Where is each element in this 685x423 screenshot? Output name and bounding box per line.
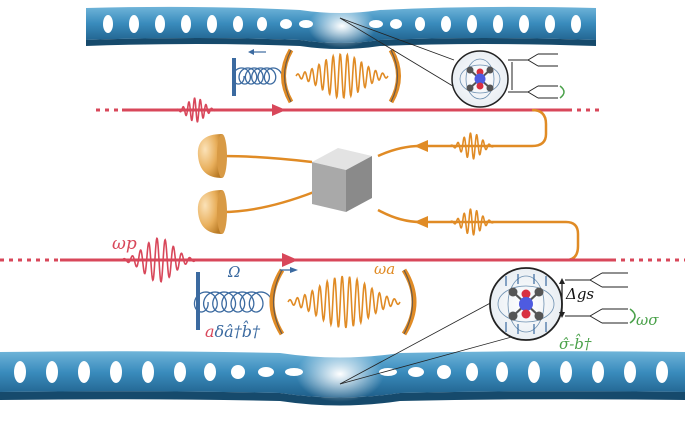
bottom-red-pulse — [121, 237, 197, 283]
top-red-pulse — [175, 97, 217, 123]
bottom-red-waveguide — [0, 253, 685, 267]
ground-state-splitting-label: Δgs — [566, 285, 595, 303]
mechanical-frequency-label: Ω — [228, 263, 241, 281]
cavity-frequency-label: ωa — [374, 260, 396, 278]
top-defect-inset — [339, 17, 565, 108]
pump-frequency-label: ωp — [112, 234, 137, 254]
top-crystal-beam — [86, 4, 596, 49]
orange-fiber-network — [221, 108, 580, 262]
coupling-a: a — [205, 322, 215, 341]
spin-phonon-term-label: σ̂-b̂† — [559, 335, 592, 353]
bottom-defect-inset — [339, 267, 636, 385]
bottom-cavity — [193, 267, 417, 336]
coupling-operators: δâ†b̂† — [214, 322, 260, 341]
spin-frequency-label: ωσ — [636, 311, 659, 329]
top-red-waveguide — [96, 104, 600, 116]
fiber-pulse-upper — [449, 132, 495, 160]
top-cavity — [232, 48, 401, 104]
detector-top — [197, 134, 227, 178]
detector-bottom — [197, 190, 227, 234]
coupling-term-label: aδâ†b̂† — [205, 322, 260, 341]
fiber-pulse-lower — [449, 208, 495, 236]
beam-splitter-cube — [312, 148, 372, 212]
bottom-crystal-beam — [0, 346, 685, 406]
